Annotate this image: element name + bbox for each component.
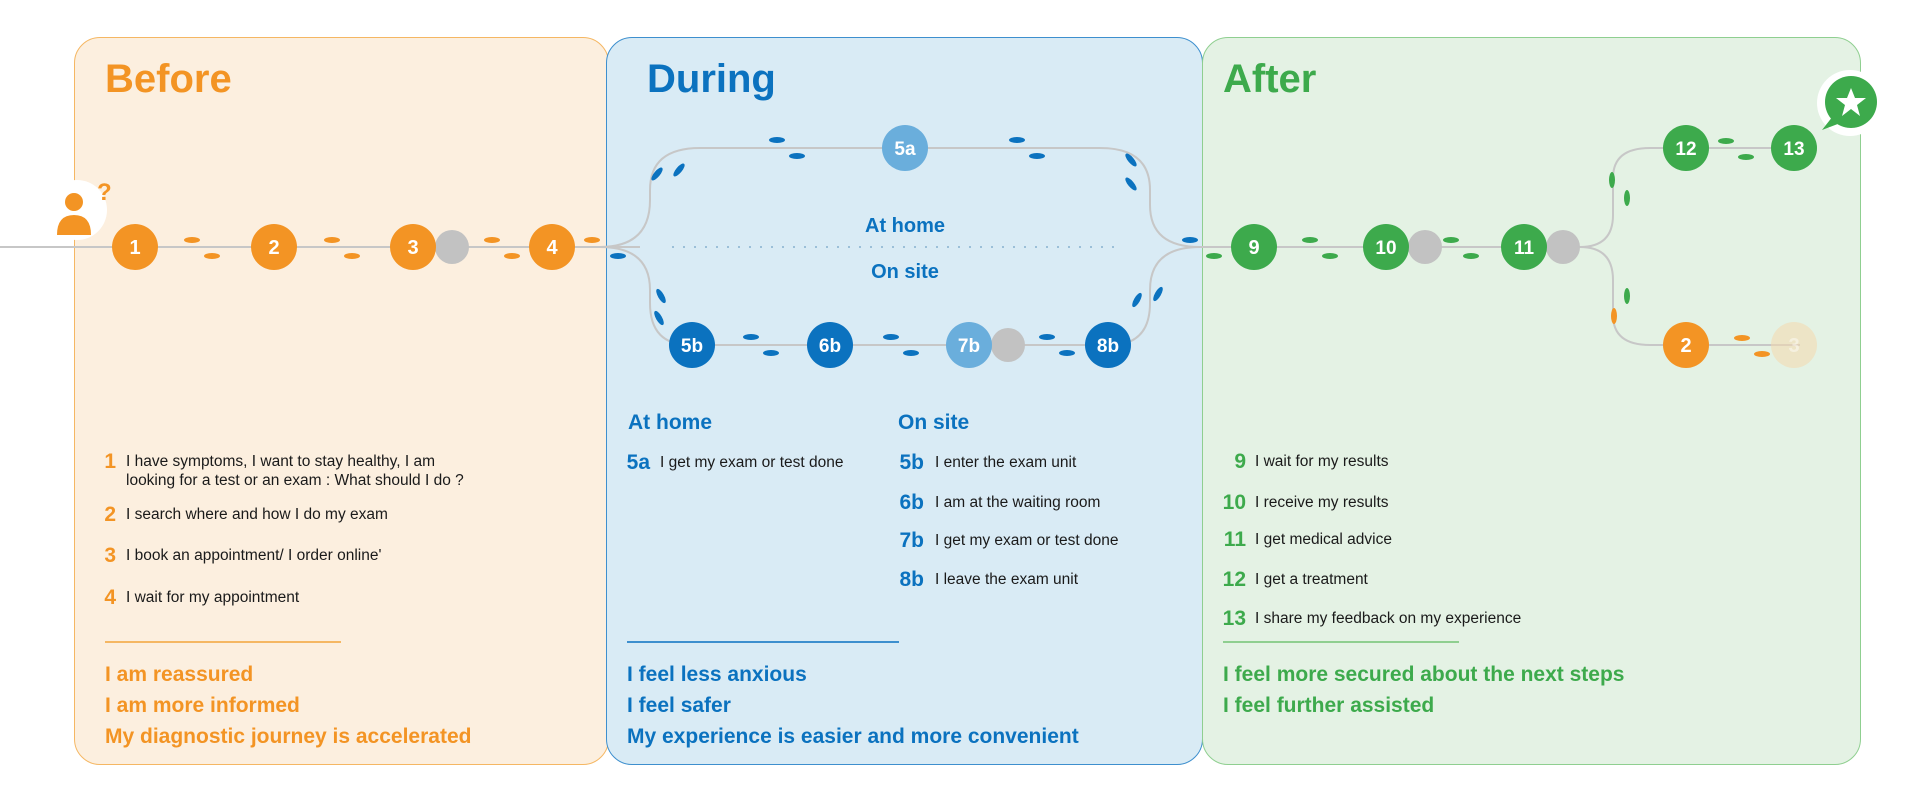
- node-5a: [882, 125, 928, 171]
- node-loop-3-label: 3: [1788, 335, 1799, 357]
- node-3-extra: [435, 230, 469, 264]
- before-title: Before: [105, 57, 232, 101]
- svg-text:?: ?: [97, 179, 112, 206]
- step-text: I am at the waiting room: [935, 494, 1101, 511]
- feeling-text: I feel more secured about the next steps: [1223, 663, 1625, 686]
- feeling-text: I am reassured: [105, 663, 254, 686]
- feeling-text: My experience is easier and more conveni…: [627, 725, 1079, 748]
- step-text: I receive my results: [1255, 494, 1389, 511]
- node-5b-label: 5b: [681, 336, 703, 357]
- during-feelings: I feel less anxious I feel safer My expe…: [627, 659, 1079, 752]
- step-text: I get medical advice: [1255, 531, 1392, 548]
- step-number: 3: [104, 544, 116, 567]
- during-divider: [627, 641, 899, 643]
- before-feelings: I am reassured I am more informed My dia…: [105, 659, 471, 752]
- step-text: I wait for my results: [1255, 453, 1389, 470]
- step-text: I get my exam or test done: [935, 532, 1119, 549]
- step-number: 6b: [899, 491, 924, 514]
- node-12-label: 12: [1675, 139, 1696, 160]
- node-11-label: 11: [1514, 238, 1535, 259]
- path-site: [599, 246, 1201, 346]
- node-12: [1663, 125, 1709, 171]
- step-number: 7b: [899, 529, 924, 552]
- step-text: I enter the exam unit: [935, 454, 1077, 471]
- node-10: [1363, 224, 1409, 270]
- before-divider: [105, 641, 341, 643]
- node-4: [529, 224, 575, 270]
- node-5a-label: 5a: [894, 139, 916, 160]
- node-3-label: 3: [407, 237, 418, 259]
- step-text: I wait for my appointment: [126, 589, 300, 606]
- step-number: 9: [1234, 450, 1246, 473]
- node-1-label: 1: [129, 237, 140, 259]
- step-text: I get a treatment: [1255, 571, 1368, 588]
- feeling-text: My diagnostic journey is accelerated: [105, 725, 472, 748]
- node-8b-label: 8b: [1097, 336, 1119, 357]
- step-text: I share my feedback on my experience: [1255, 610, 1522, 627]
- node-6b: [807, 322, 853, 368]
- node-2-label: 2: [268, 237, 279, 259]
- step-number: 2: [104, 503, 116, 526]
- step-number: 8b: [899, 568, 924, 591]
- footprints-icon: [184, 137, 1770, 357]
- after-title: After: [1223, 57, 1317, 101]
- star-speech-bubble-icon: [1817, 70, 1883, 136]
- node-3: [390, 224, 436, 270]
- node-13: [1771, 125, 1817, 171]
- node-9-label: 9: [1248, 237, 1259, 259]
- node-11-extra: [1546, 230, 1580, 264]
- node-loop-2: [1663, 322, 1709, 368]
- site-heading: On site: [898, 411, 970, 434]
- after-feelings: I feel more secured about the next steps…: [1223, 659, 1624, 721]
- node-11: [1501, 224, 1547, 270]
- node-loop-3-faded: [1771, 322, 1817, 368]
- during-title: During: [647, 57, 776, 101]
- home-heading: At home: [628, 411, 712, 434]
- after-divider: [1223, 641, 1459, 643]
- step-text: I get my exam or test done: [660, 454, 844, 471]
- step-text: I book an appointment/ I order online': [126, 547, 382, 564]
- node-1: [112, 224, 158, 270]
- route-label-home: At home: [865, 215, 945, 237]
- node-5b: [669, 322, 715, 368]
- node-7b-extra: [991, 328, 1025, 362]
- step-text: looking for a test or an exam : What sho…: [126, 472, 464, 489]
- step-text: I leave the exam unit: [935, 571, 1079, 588]
- feeling-text: I feel further assisted: [1223, 694, 1435, 717]
- route-label-site: On site: [871, 261, 939, 283]
- step-number: 4: [104, 586, 116, 609]
- step-number: 12: [1222, 568, 1246, 591]
- node-9: [1231, 224, 1277, 270]
- feeling-text: I am more informed: [105, 694, 300, 717]
- step-text: I have symptoms, I want to stay healthy,…: [126, 453, 435, 470]
- node-8b: [1085, 322, 1131, 368]
- node-7b-label: 7b: [958, 336, 980, 357]
- step-number: 1: [104, 450, 116, 473]
- step-text: I search where and how I do my exam: [126, 506, 388, 523]
- feeling-text: I feel less anxious: [627, 663, 807, 686]
- node-7b: [946, 322, 992, 368]
- feeling-text: I feel safer: [627, 694, 731, 717]
- step-number: 11: [1223, 528, 1246, 551]
- step-number: 5b: [899, 451, 924, 474]
- node-10-label: 10: [1375, 238, 1396, 259]
- person-question-icon: ?: [47, 179, 112, 240]
- step-number: 13: [1222, 607, 1246, 630]
- node-10-extra: [1408, 230, 1442, 264]
- node-13-label: 13: [1783, 139, 1804, 160]
- step-number: 10: [1222, 491, 1246, 514]
- node-6b-label: 6b: [819, 336, 841, 357]
- node-loop-2-label: 2: [1680, 335, 1691, 357]
- node-4-label: 4: [546, 237, 558, 259]
- before-phase-panel: [74, 37, 609, 765]
- step-number: 5a: [626, 451, 650, 474]
- node-2: [251, 224, 297, 270]
